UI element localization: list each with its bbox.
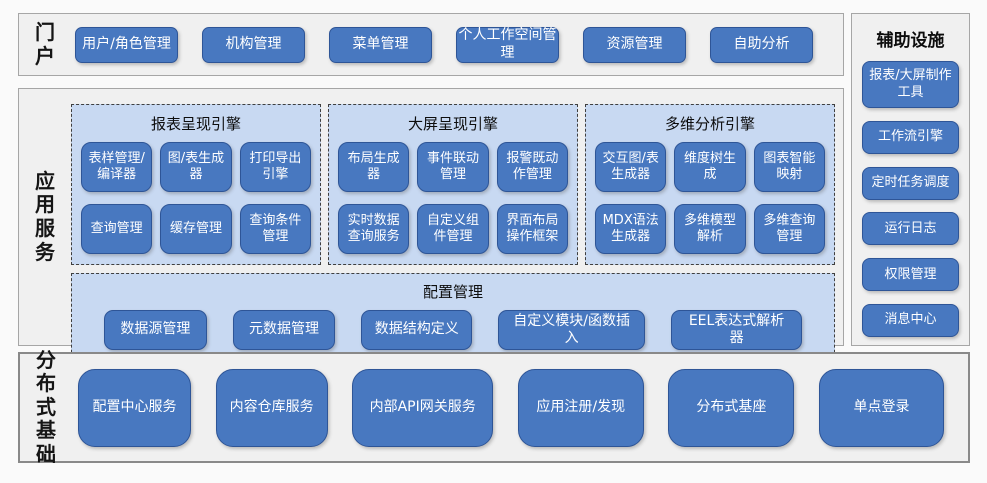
engine-item: 事件联动管理 — [417, 142, 489, 192]
portal-button-row: 用户/角色管理 机构管理 菜单管理 个人工作空间管理 资源管理 自助分析 — [71, 14, 843, 75]
engine-item: 表样管理/编译器 — [81, 142, 153, 192]
engine-item: 报警既动作管理 — [496, 142, 568, 192]
portal-item-resource: 资源管理 — [583, 26, 686, 63]
report-engine-panel: 报表呈现引擎 表样管理/编译器 图/表生成器 打印导出引擎 查询管理 缓存管理 … — [71, 104, 321, 265]
engine-item: 维度树生成 — [674, 142, 746, 192]
engine-item: 自定义组件管理 — [417, 204, 489, 254]
config-item: 数据结构定义 — [361, 310, 473, 350]
engine-row: 报表呈现引擎 表样管理/编译器 图/表生成器 打印导出引擎 查询管理 缓存管理 … — [71, 104, 835, 265]
portal-item-org: 机构管理 — [202, 26, 305, 63]
portal-label: 门户 — [35, 19, 55, 68]
auxiliary-button-column: 报表/大屏制作工具 工作流引擎 定时任务调度 运行日志 权限管理 消息中心 — [862, 61, 959, 337]
olap-engine-grid: 交互图/表生成器 维度树生成 图表智能映射 MDX语法生成器 多维模型解析 多维… — [595, 142, 825, 254]
config-item: 数据源管理 — [104, 310, 207, 350]
report-engine-title: 报表呈现引擎 — [150, 115, 241, 133]
foundation-button-row: 配置中心服务 内容仓库服务 内部API网关服务 应用注册/发现 分布式基座 单点… — [72, 354, 968, 461]
portal-item-menu: 菜单管理 — [329, 26, 432, 63]
bigscreen-engine-grid: 布局生成器 事件联动管理 报警既动作管理 实时数据查询服务 自定义组件管理 界面… — [338, 142, 568, 254]
foundation-item: 配置中心服务 — [78, 368, 191, 447]
config-item: 元数据管理 — [232, 310, 336, 350]
auxiliary-section: 辅助设施 报表/大屏制作工具 工作流引擎 定时任务调度 运行日志 权限管理 消息… — [851, 13, 970, 346]
portal-section: 门户 用户/角色管理 机构管理 菜单管理 个人工作空间管理 资源管理 自助分析 — [18, 13, 844, 76]
foundation-label: 分布式基础 — [36, 347, 56, 466]
olap-engine-title: 多维分析引擎 — [664, 115, 755, 133]
foundation-item: 分布式基座 — [668, 368, 795, 447]
portal-item-selfservice: 自助分析 — [710, 26, 813, 63]
foundation-item: 内部API网关服务 — [352, 368, 494, 447]
foundation-item: 内容仓库服务 — [215, 368, 328, 447]
foundation-item: 应用注册/发现 — [517, 368, 644, 447]
engine-item: 界面布局操作框架 — [496, 204, 568, 254]
app-services-section: 应用服务 报表呈现引擎 表样管理/编译器 图/表生成器 打印导出引擎 查询管理 … — [18, 88, 844, 363]
engine-item: 缓存管理 — [160, 204, 232, 254]
portal-item-workspace: 个人工作空间管理 — [456, 26, 559, 63]
engine-item: 查询条件管理 — [239, 204, 311, 254]
config-management-panel: 配置管理 数据源管理 元数据管理 数据结构定义 自定义模块/函数插入 EEL表达… — [71, 273, 835, 363]
bigscreen-engine-panel: 大屏呈现引擎 布局生成器 事件联动管理 报警既动作管理 实时数据查询服务 自定义… — [328, 104, 578, 265]
engine-item: 交互图/表生成器 — [595, 142, 667, 192]
bigscreen-engine-title: 大屏呈现引擎 — [407, 115, 498, 133]
auxiliary-item: 消息中心 — [862, 303, 959, 337]
config-item: EEL表达式解析器 — [671, 310, 803, 350]
engine-item: 多维模型解析 — [674, 204, 746, 254]
config-item-row: 数据源管理 元数据管理 数据结构定义 自定义模块/函数插入 EEL表达式解析器 — [86, 310, 820, 350]
config-item: 自定义模块/函数插入 — [498, 310, 646, 350]
auxiliary-item: 运行日志 — [862, 212, 959, 246]
foundation-section: 分布式基础 配置中心服务 内容仓库服务 内部API网关服务 应用注册/发现 分布… — [18, 347, 970, 466]
engine-item: 查询管理 — [81, 204, 153, 254]
engine-item: 图表智能映射 — [753, 142, 825, 192]
auxiliary-item: 权限管理 — [862, 258, 959, 292]
auxiliary-item: 报表/大屏制作工具 — [862, 61, 959, 108]
engine-item: 图/表生成器 — [160, 142, 232, 192]
foundation-item: 单点登录 — [818, 368, 944, 447]
config-management-title: 配置管理 — [422, 283, 483, 301]
engine-item: 打印导出引擎 — [239, 142, 311, 192]
olap-engine-panel: 多维分析引擎 交互图/表生成器 维度树生成 图表智能映射 MDX语法生成器 多维… — [585, 104, 835, 265]
auxiliary-title: 辅助设施 — [876, 31, 945, 51]
app-services-content: 报表呈现引擎 表样管理/编译器 图/表生成器 打印导出引擎 查询管理 缓存管理 … — [71, 89, 843, 363]
engine-item: 布局生成器 — [338, 142, 410, 192]
engine-item: MDX语法生成器 — [595, 204, 667, 254]
engine-item: 实时数据查询服务 — [338, 204, 410, 254]
auxiliary-item: 定时任务调度 — [862, 166, 959, 200]
engine-item: 多维查询管理 — [753, 204, 825, 254]
report-engine-grid: 表样管理/编译器 图/表生成器 打印导出引擎 查询管理 缓存管理 查询条件管理 — [81, 142, 311, 254]
auxiliary-item: 工作流引擎 — [862, 120, 959, 154]
app-services-label: 应用服务 — [35, 168, 55, 264]
portal-item-user-role: 用户/角色管理 — [75, 26, 178, 63]
